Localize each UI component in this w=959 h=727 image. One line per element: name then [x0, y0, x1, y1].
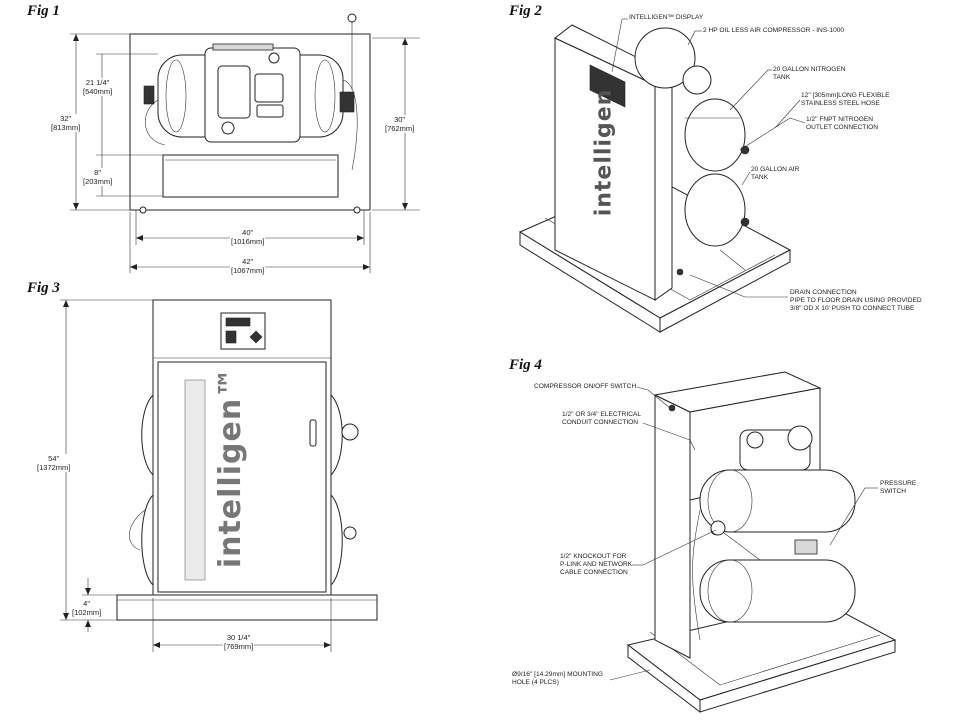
fig3-label: Fig 3: [27, 280, 60, 296]
fig1-top-view: [70, 13, 420, 273]
fig1-tank-height-dim: 21 1/4" [540mm]: [82, 78, 114, 96]
fig3-height-dim: 54" [1372mm]: [36, 454, 72, 472]
fig4-callout-mounting-hole: Ø9/16" [14.29mm] MOUNTING HOLE (4 PLCS): [512, 671, 604, 686]
fig3-brand-logo: intelligen™: [213, 366, 249, 569]
fig1-outer-width-dim: 42" [1067mm]: [230, 257, 266, 275]
fig4-callout-switch: COMPRESSOR ON/OFF SWITCH: [534, 383, 637, 390]
fig1-base-height-dim: 8" [203mm]: [82, 168, 114, 186]
fig1-right-height-dim: 30" [762mm]: [384, 115, 416, 133]
fig1-label: Fig 1: [27, 3, 60, 19]
fig2-callout-nitrogen-tank: 20 GALLON NITROGEN TANK: [773, 66, 846, 81]
fig4-callout-pressure-switch: PRESSURE SWITCH: [880, 480, 917, 495]
fig4-label: Fig 4: [509, 357, 542, 373]
fig3-front-view: [60, 299, 378, 652]
fig1-inner-width-dim: 40" [1016mm]: [230, 228, 266, 246]
fig2-callout-air-tank: 20 GALLON AIR TANK: [751, 166, 800, 181]
fig2-callout-hose: 12" [305mm]LONG FLEXIBLE STAINLESS STEEL…: [801, 92, 890, 107]
fig2-callout-drain: DRAIN CONNECTION PIPE TO FLOOR DRAIN USI…: [790, 289, 922, 312]
fig2-callout-outlet: 1/2" FNPT NITROGEN OUTLET CONNECTION: [806, 116, 879, 131]
fig4-callout-conduit: 1/2" OR 3/4" ELECTRICAL CONDUIT CONNECTI…: [562, 411, 642, 426]
fig4-rear-isometric-view: [609, 371, 897, 714]
fig1-overall-height-dim: 32" [813mm]: [50, 114, 82, 132]
fig2-label: Fig 2: [509, 3, 542, 19]
fig3-width-dim: 30 1/4" [769mm]: [223, 633, 255, 651]
fig2-brand-logo: intelligen: [591, 88, 617, 217]
fig2-callout-compressor: 2 HP OIL LESS AIR COMPRESSOR - INS-1000: [703, 27, 845, 34]
fig2-callout-display: INTELLIGEN™ DISPLAY: [629, 14, 704, 21]
fig3-base-dim: 4" [102mm]: [71, 599, 103, 617]
fig2-isometric-view: [518, 18, 806, 333]
fig4-callout-knockout: 1/2" KNOCKOUT FOR P-LINK AND NETWORK CAB…: [560, 553, 633, 576]
